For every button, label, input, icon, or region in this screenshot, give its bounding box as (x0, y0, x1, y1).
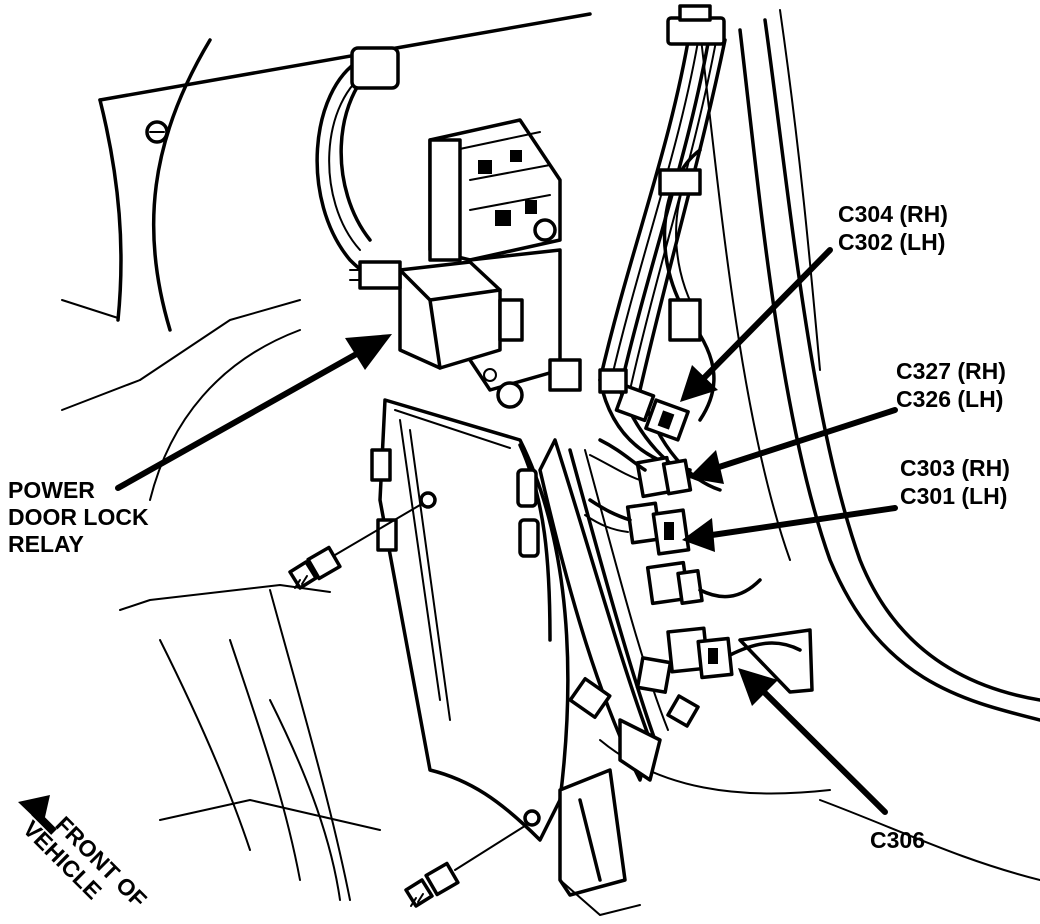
label-c303: C303 (RH) (900, 455, 1010, 481)
leader-arrows (115, 247, 898, 815)
connector-c303-c301 (584, 498, 691, 556)
front-of-vehicle-arrow-icon (18, 795, 57, 835)
mounting-hole (419, 491, 437, 509)
label-relay-line1: POWER (8, 477, 95, 503)
connector-c306 (635, 626, 802, 728)
screw-icon (288, 504, 421, 590)
label-c326: C326 (LH) (896, 386, 1003, 412)
label-relay-line3: RELAY (8, 531, 84, 557)
label-c327: C327 (RH) (896, 358, 1006, 384)
relay-module (315, 46, 562, 409)
trim-cover-panel (370, 398, 570, 842)
pillar-panel (599, 9, 1040, 881)
connector-c327-c326 (589, 438, 693, 499)
mounting-hole (145, 120, 169, 144)
dashboard-outline (61, 12, 592, 501)
label-c306: C306 (870, 827, 925, 853)
connector-middle (645, 560, 762, 606)
mounting-hole (523, 809, 541, 827)
connector-c304-c302 (548, 358, 690, 442)
floor-outline (119, 584, 381, 901)
label-relay-line2: DOOR LOCK (8, 504, 149, 530)
label-c302: C302 (LH) (838, 229, 945, 255)
connector-cluster (548, 358, 802, 728)
label-c301: C301 (LH) (900, 483, 1007, 509)
screw-icon (404, 823, 529, 908)
label-c304: C304 (RH) (838, 201, 948, 227)
